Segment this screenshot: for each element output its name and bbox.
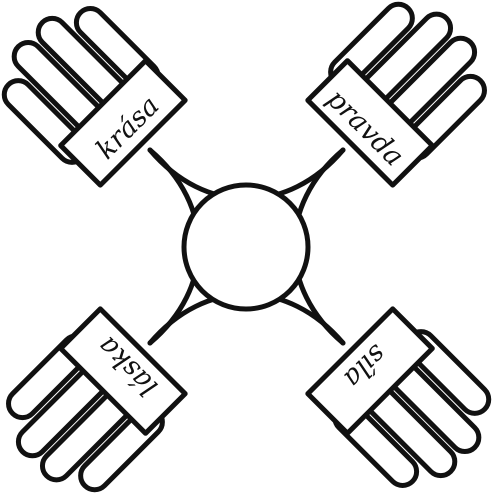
center-circle — [184, 185, 308, 309]
hand-bottom-left: láska — [0, 307, 191, 494]
